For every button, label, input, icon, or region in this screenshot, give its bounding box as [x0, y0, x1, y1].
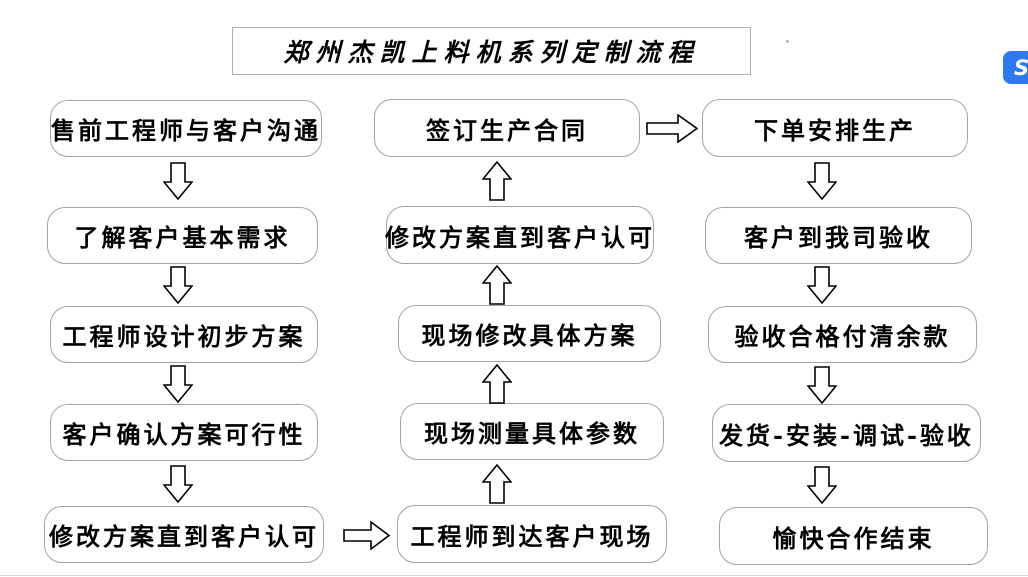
down-arrow-icon: [163, 365, 193, 403]
step-revise-until-approved-1: 修改方案直到客户认可: [44, 506, 324, 563]
down-arrow-icon: [163, 266, 193, 304]
down-arrow-icon: [807, 266, 837, 304]
up-arrow-icon: [482, 364, 512, 404]
step-presale-communication: 售前工程师与客户沟通: [50, 100, 322, 157]
step-confirm-feasibility: 客户确认方案可行性: [50, 404, 318, 461]
down-arrow-icon: [807, 466, 837, 504]
down-arrow-icon: [807, 366, 837, 404]
step-order-production: 下单安排生产: [702, 99, 968, 157]
step-engineer-arrives-site: 工程师到达客户现场: [397, 505, 667, 563]
right-arrow-icon: [343, 521, 390, 550]
step-cooperation-end: 愉快合作结束: [719, 507, 988, 565]
down-arrow-icon: [807, 162, 837, 200]
up-arrow-icon: [482, 265, 512, 305]
step-ship-install-debug-accept: 发货-安装-调试-验收: [712, 404, 981, 462]
step-sign-contract: 签订生产合同: [374, 99, 640, 157]
step-customer-acceptance-visit: 客户到我司验收: [705, 207, 972, 264]
dust-speck: [786, 40, 789, 43]
up-arrow-icon: [482, 464, 512, 504]
step-onsite-measure-params: 现场测量具体参数: [400, 403, 664, 460]
right-arrow-icon: [646, 114, 698, 143]
floating-tool-logo-button[interactable]: S: [1003, 51, 1028, 84]
down-arrow-icon: [163, 162, 193, 200]
flowchart-title: 郑州杰凯上料机系列定制流程: [232, 27, 751, 75]
up-arrow-icon: [482, 161, 512, 201]
step-onsite-revise-plan: 现场修改具体方案: [398, 305, 661, 362]
step-revise-until-approved-2: 修改方案直到客户认可: [385, 206, 654, 264]
step-understand-needs: 了解客户基本需求: [47, 207, 318, 264]
step-pay-balance: 验收合格付清余款: [708, 306, 977, 363]
step-initial-design: 工程师设计初步方案: [50, 306, 318, 363]
s-logo-icon: S: [1013, 55, 1028, 80]
page-edge-line: [0, 575, 1028, 576]
down-arrow-icon: [163, 465, 193, 503]
